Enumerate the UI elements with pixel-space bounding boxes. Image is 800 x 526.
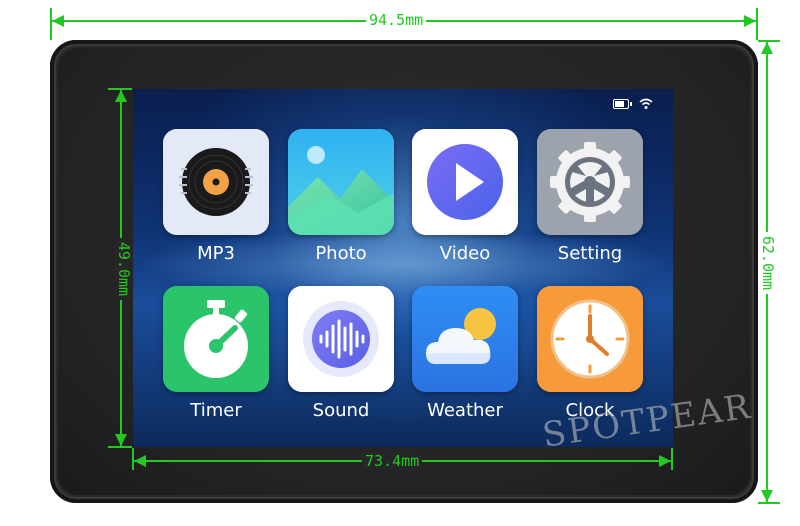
app-setting[interactable]: Setting [537,129,645,264]
play-icon [412,129,518,235]
wifi-icon [639,98,653,109]
app-clock[interactable]: Clock [537,286,645,421]
app-label-weather: Weather [427,400,503,421]
app-label-sound: Sound [312,400,370,421]
clock-icon [537,286,643,392]
battery-icon [613,99,632,109]
gear-icon [537,129,643,235]
app-video[interactable]: Video [412,129,520,264]
device-height-label: 62.0mm [759,231,778,295]
app-mp3[interactable]: MP3 [163,129,271,264]
app-label-setting: Setting [557,243,623,264]
stopwatch-icon [163,286,269,392]
app-label-photo: Photo [315,243,367,264]
app-label-clock: Clock [565,400,615,421]
app-photo[interactable]: Photo [288,129,396,264]
status-bar [613,98,653,110]
sound-wave-icon [288,286,394,392]
cloud-sun-icon [412,286,518,392]
touch-screen: MP3 Photo [133,89,673,447]
app-timer[interactable]: Timer [163,286,271,421]
app-label-video: Video [439,243,491,264]
app-weather[interactable]: Weather [412,286,520,421]
app-label-timer: Timer [190,400,242,421]
screen-width-label: 73.4mm [362,452,423,470]
landscape-image-icon [288,129,394,235]
app-label-mp3: MP3 [197,243,235,264]
app-sound[interactable]: Sound [288,286,396,421]
device-width-label: 94.5mm [366,11,427,29]
screen-height-label: 49.0mm [115,237,134,301]
vinyl-record-icon [163,129,269,235]
